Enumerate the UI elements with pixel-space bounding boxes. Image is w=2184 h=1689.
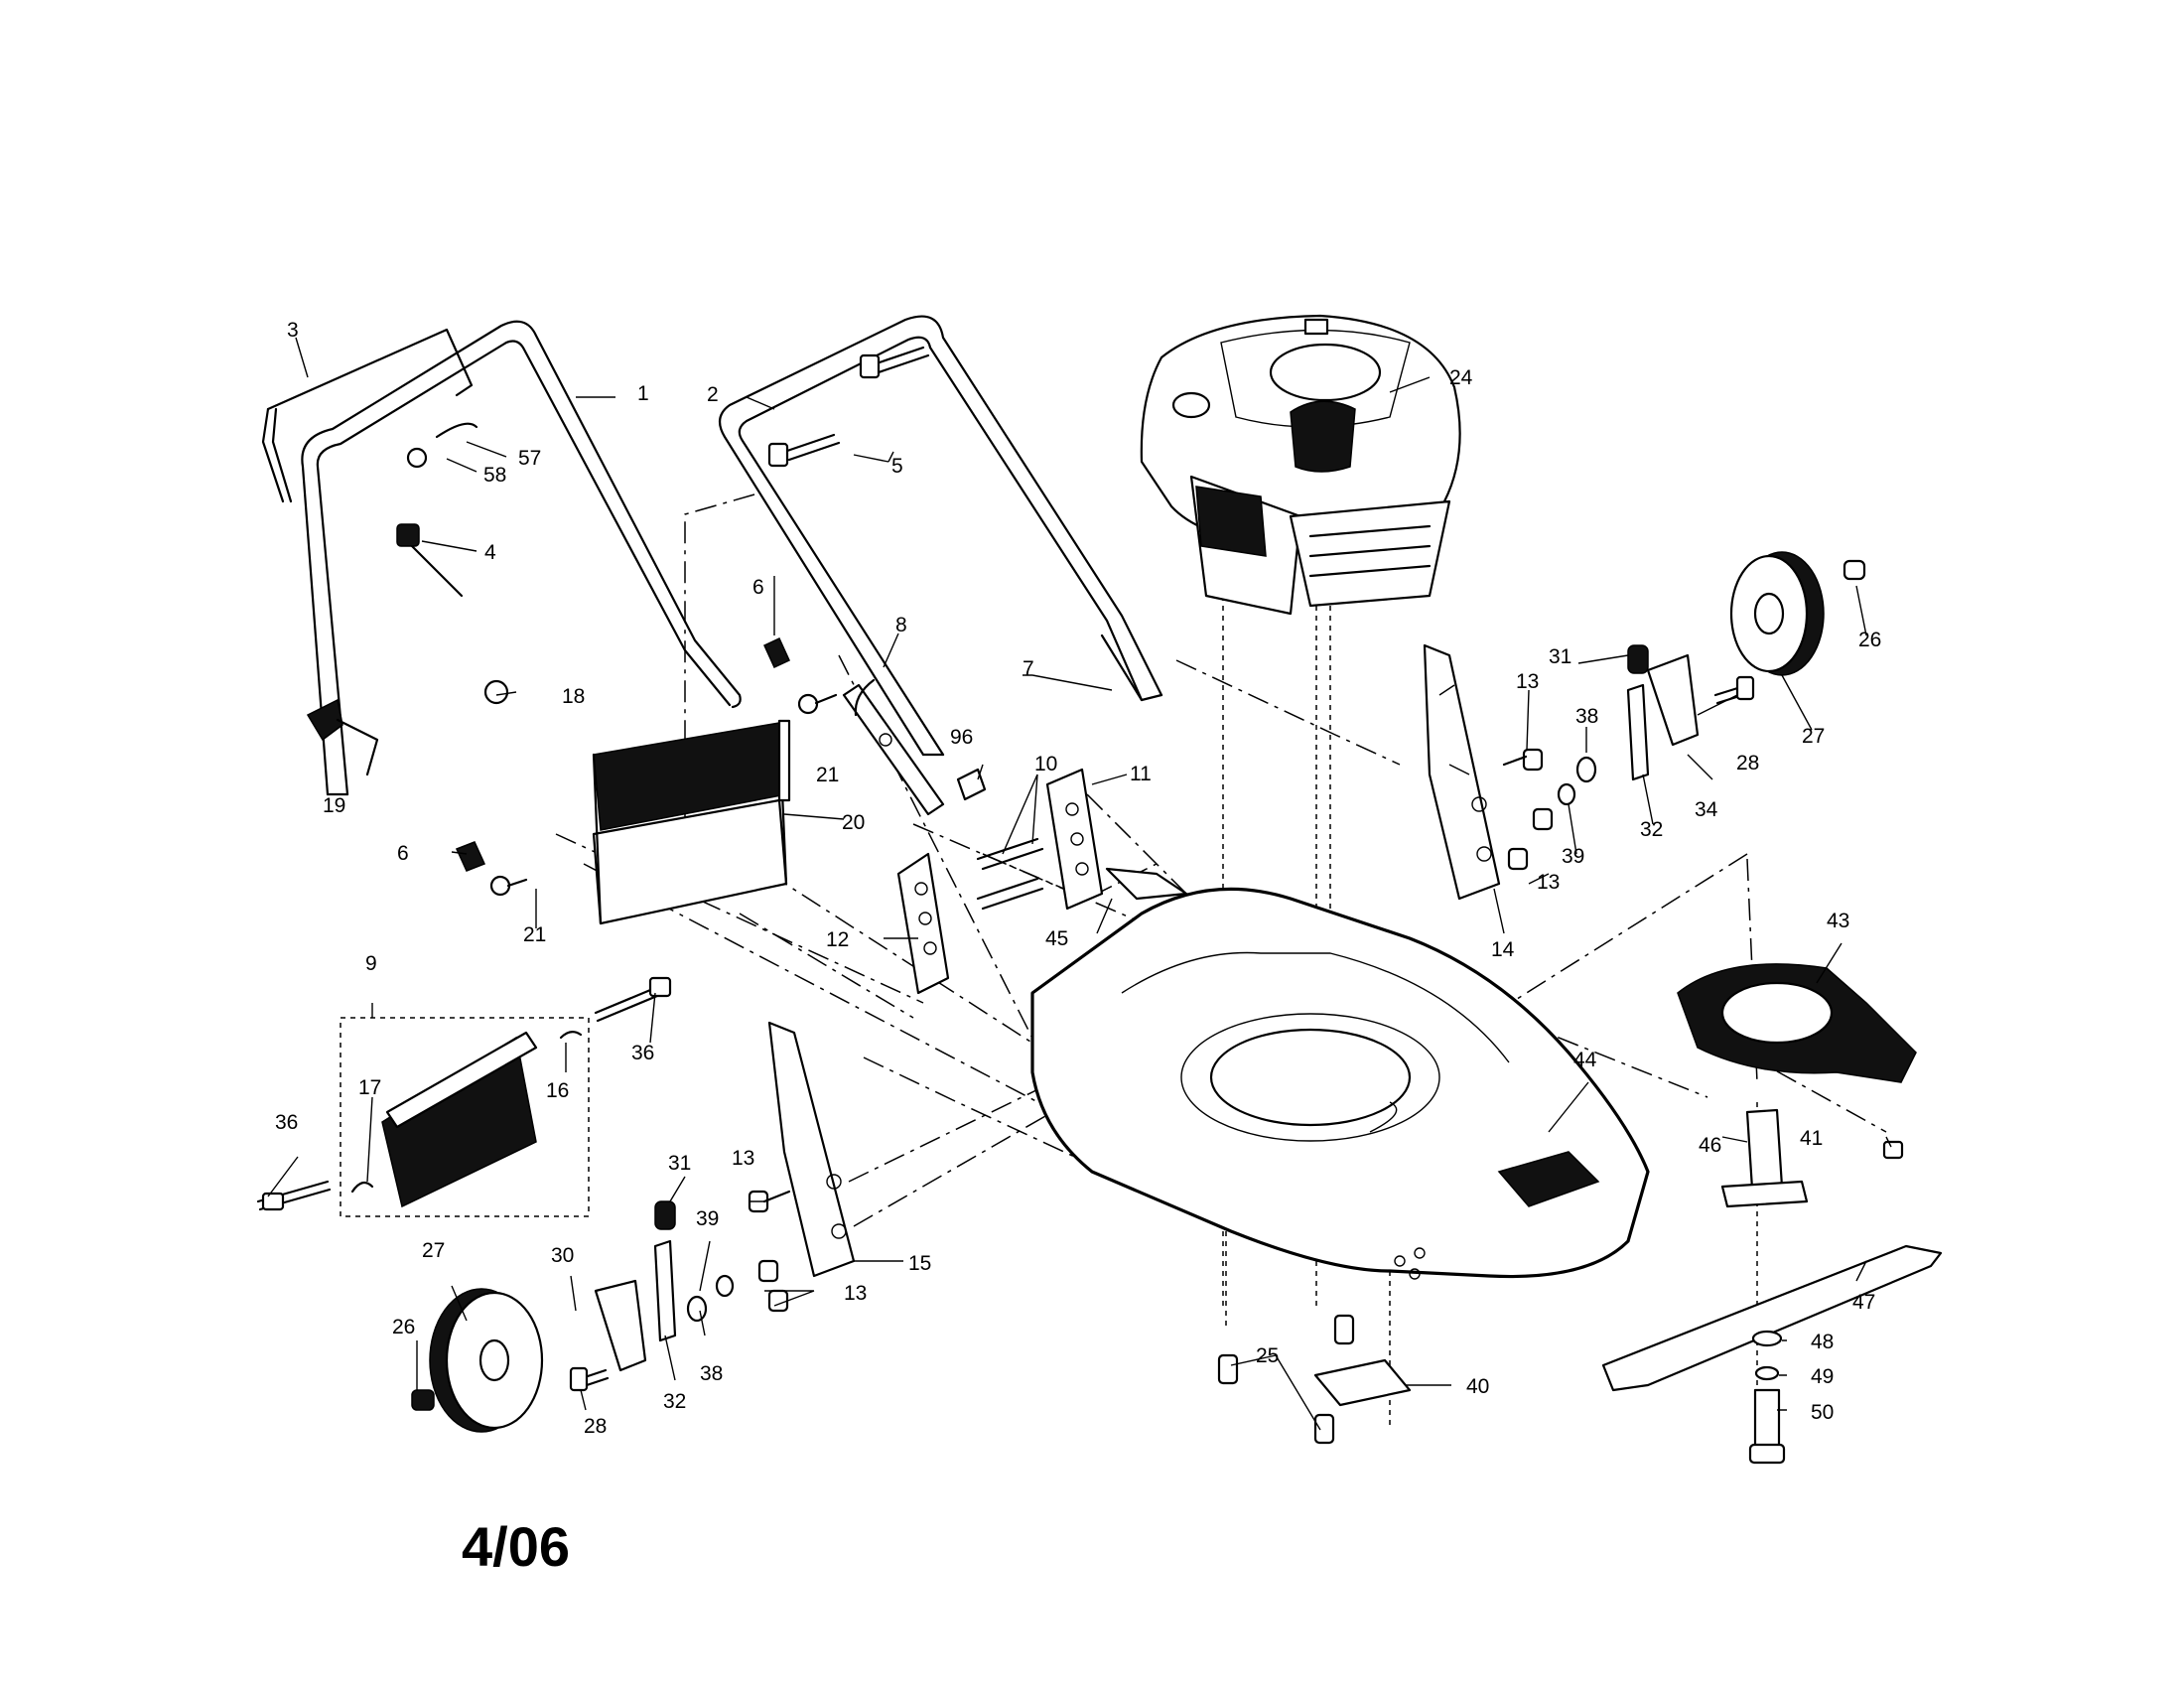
- callout-41: 41: [1800, 1127, 1823, 1150]
- lower-handle-2: [718, 315, 1163, 757]
- callout-14: 14: [1491, 938, 1515, 961]
- blade-47: [1601, 1244, 1943, 1392]
- callout-11: 11: [1130, 763, 1152, 785]
- wheel-27-left: [429, 1288, 544, 1433]
- callout-31: 31: [1549, 645, 1571, 668]
- height-lever-32-34: [594, 644, 1700, 1372]
- wheel-27-right: [1729, 551, 1825, 676]
- blade-adapter-46: [1720, 1108, 1809, 1208]
- callout-10: 10: [1034, 753, 1057, 775]
- bolts-13: [748, 748, 1554, 1313]
- callout-28: 28: [1736, 752, 1759, 774]
- mulch-door-9: [256, 976, 672, 1211]
- control-bail-3: [261, 328, 474, 503]
- callout-2: 2: [707, 383, 719, 406]
- bracket-8: [842, 678, 945, 816]
- callout-34: 34: [1695, 798, 1718, 821]
- height-plate-12: [896, 852, 950, 995]
- callout-5: 5: [891, 455, 903, 478]
- callout-15: 15: [908, 1252, 931, 1275]
- blade-adapter-43: [1677, 963, 1917, 1083]
- callout-36: 36: [631, 1042, 654, 1064]
- callout-1: 1: [637, 382, 649, 405]
- axle-bracket-14: [1423, 643, 1501, 901]
- rear-door-20: [592, 719, 791, 925]
- cable-4: [396, 523, 464, 598]
- callout-47: 47: [1852, 1291, 1875, 1314]
- callout-7: 7: [1023, 657, 1034, 680]
- axle-bracket-15: [767, 1021, 856, 1278]
- callout-39: 39: [696, 1207, 719, 1230]
- callout-49: 49: [1811, 1365, 1834, 1388]
- callout-6: 6: [397, 842, 409, 865]
- revision-date: 4/06: [462, 1515, 570, 1578]
- callout-27: 27: [422, 1239, 445, 1262]
- leader-lines: [267, 337, 1892, 1431]
- callout-labels: 3 1 2 24 57 58 5 4 6 8 18 7 31 26 13 38 …: [275, 319, 1881, 1438]
- callout-48: 48: [1811, 1331, 1834, 1353]
- callout-13: 13: [1537, 871, 1560, 894]
- callout-32: 32: [663, 1390, 686, 1413]
- washers: [686, 756, 1597, 1323]
- callout-45: 45: [1045, 927, 1068, 950]
- callout-17: 17: [358, 1076, 381, 1099]
- callout-12: 12: [826, 928, 849, 951]
- callout-13: 13: [844, 1282, 867, 1305]
- deck-bracket-40: [1217, 1314, 1412, 1445]
- blade-hardware: [1748, 1140, 1904, 1465]
- callout-26: 26: [392, 1316, 415, 1338]
- callout-27: 27: [1802, 725, 1825, 748]
- callout-38: 38: [700, 1362, 723, 1385]
- callout-20: 20: [842, 811, 865, 834]
- callout-21: 21: [523, 923, 546, 946]
- callout-25: 25: [1256, 1344, 1279, 1367]
- callout-19: 19: [323, 794, 345, 817]
- callout-24: 24: [1449, 366, 1473, 389]
- callout-18: 18: [562, 685, 585, 708]
- clip-96: [956, 768, 987, 801]
- callout-38: 38: [1575, 705, 1598, 728]
- callout-13: 13: [1516, 670, 1539, 693]
- callout-6: 6: [752, 576, 764, 599]
- callout-9: 9: [365, 952, 377, 975]
- callout-44: 44: [1573, 1049, 1597, 1071]
- callout-40: 40: [1466, 1375, 1489, 1398]
- callout-28: 28: [584, 1415, 607, 1438]
- mower-deck-44: [1030, 887, 1650, 1280]
- mulch-door-kit-box: [340, 1017, 590, 1217]
- callout-58: 58: [483, 464, 506, 487]
- callout-39: 39: [1562, 845, 1584, 868]
- callout-32: 32: [1640, 818, 1663, 841]
- callout-13: 13: [732, 1147, 754, 1170]
- wheel-hardware: [411, 559, 1866, 1411]
- callout-26: 26: [1858, 629, 1881, 651]
- callout-36: 36: [275, 1111, 298, 1134]
- callout-57: 57: [518, 447, 541, 470]
- callout-31: 31: [668, 1152, 691, 1175]
- small-hardware: [306, 422, 838, 897]
- callout-3: 3: [287, 319, 299, 342]
- height-plate-11: [1045, 768, 1104, 911]
- upper-handle-1: [301, 320, 742, 796]
- pins-10: [976, 837, 1044, 911]
- decal-45: [1105, 867, 1188, 901]
- callout-21: 21: [816, 764, 839, 786]
- callout-96: 96: [950, 726, 973, 749]
- handle-bolts-5: [767, 346, 930, 468]
- callout-4: 4: [484, 541, 496, 564]
- callout-50: 50: [1811, 1401, 1834, 1424]
- engine-24: [1140, 314, 1461, 616]
- callout-16: 16: [546, 1079, 569, 1102]
- callout-8: 8: [895, 614, 907, 636]
- callout-43: 43: [1827, 910, 1849, 932]
- callout-46: 46: [1699, 1134, 1721, 1157]
- callout-30: 30: [551, 1244, 574, 1267]
